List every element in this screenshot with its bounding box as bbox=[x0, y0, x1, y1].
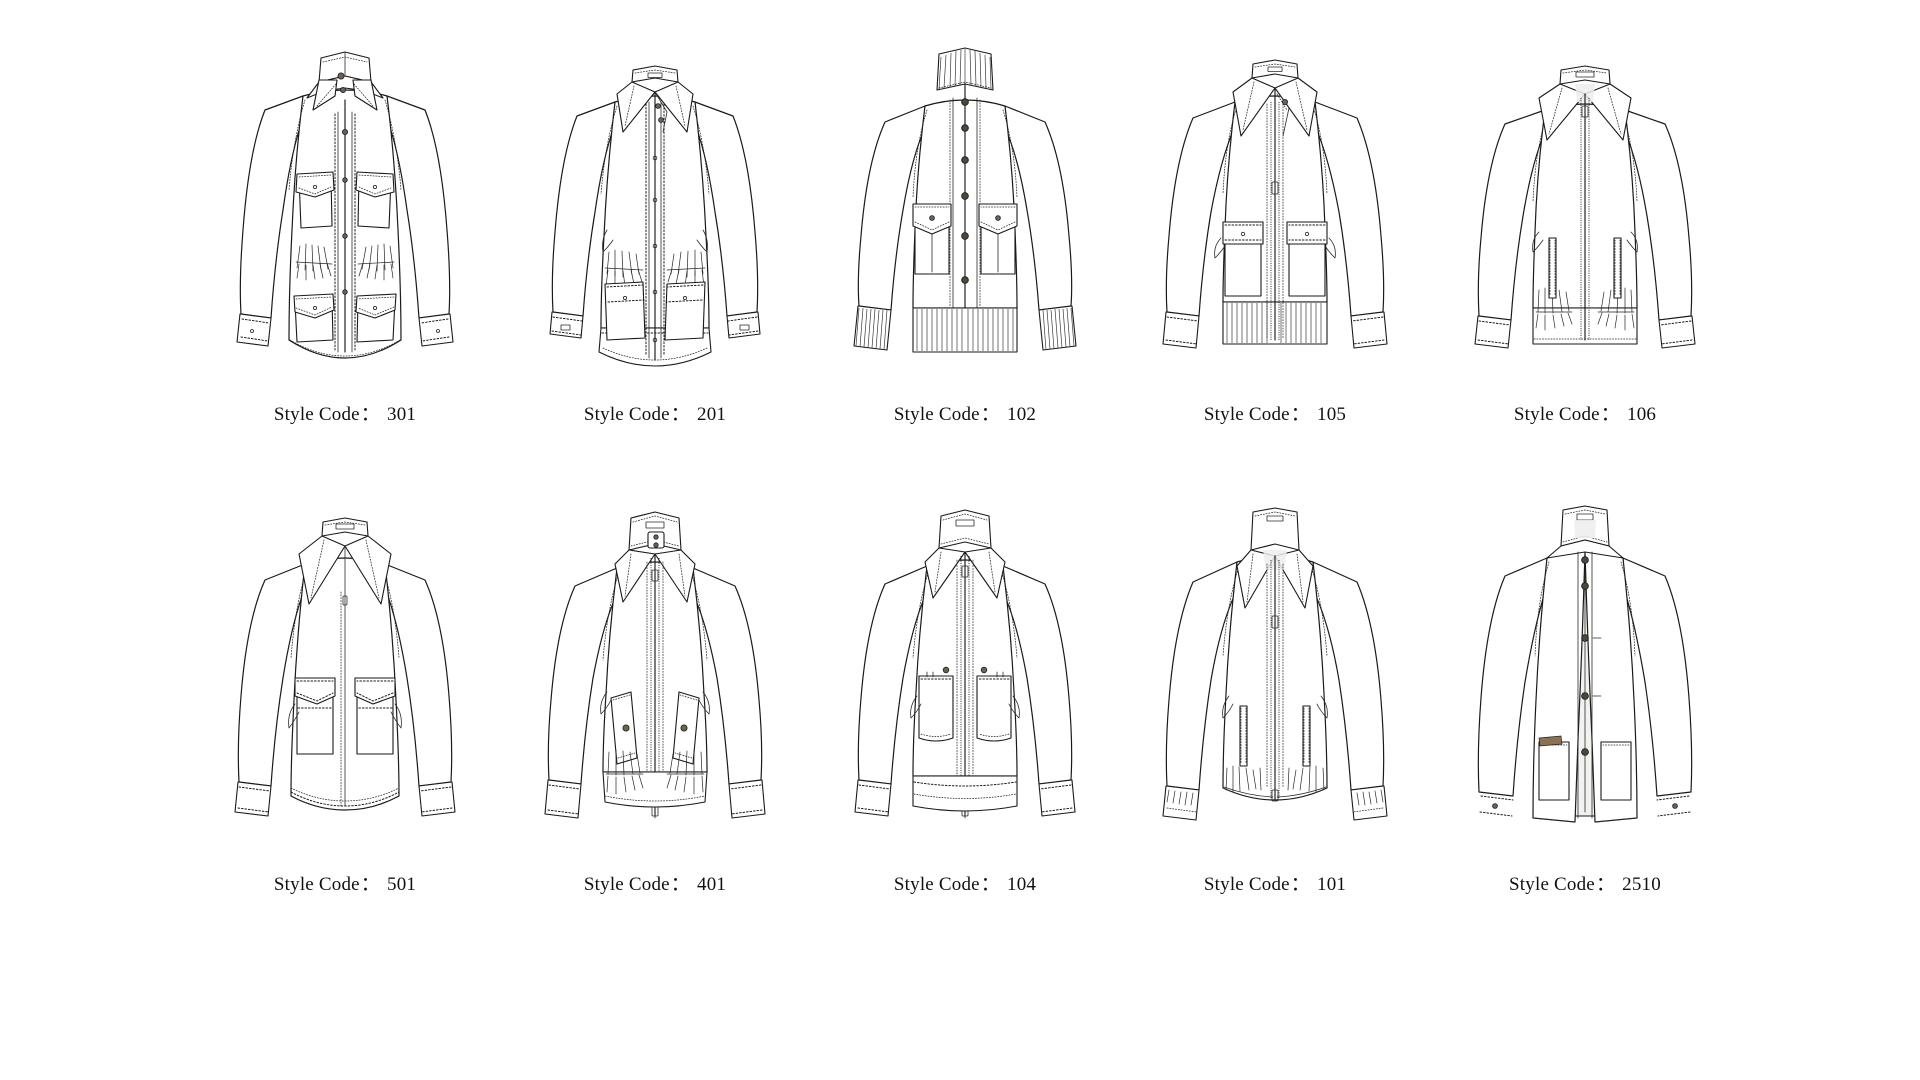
flat-sketch-201 bbox=[549, 65, 761, 367]
style-cell-201[interactable]: Style Code： 201 bbox=[500, 40, 810, 426]
flat-sketch-501 bbox=[234, 517, 456, 817]
caption-prefix-105: Style Code bbox=[1203, 404, 1290, 425]
caption-106: Style Code： 106 bbox=[1514, 399, 1656, 426]
caption-code-401: 401 bbox=[697, 874, 727, 895]
caption-105: Style Code： 105 bbox=[1204, 399, 1346, 426]
caption-2510: Style Code： 2510 bbox=[1509, 869, 1661, 896]
caption-code-301: 301 bbox=[387, 404, 417, 425]
style-cell-105[interactable]: Style Code： 105 bbox=[1120, 40, 1430, 426]
caption-prefix-101: Style Code bbox=[1203, 874, 1290, 895]
flat-sketch-2510 bbox=[1477, 505, 1693, 823]
caption-separator-301: ： bbox=[360, 404, 380, 425]
caption-separator-106: ： bbox=[1600, 404, 1620, 425]
caption-301: Style Code： 301 bbox=[274, 399, 416, 426]
caption-code-106: 106 bbox=[1627, 404, 1657, 425]
style-cell-301[interactable]: Style Code： 301 bbox=[190, 40, 500, 426]
style-cell-401[interactable]: Style Code： 401 bbox=[500, 500, 810, 896]
caption-prefix-301: Style Code bbox=[273, 404, 360, 425]
caption-101: Style Code： 101 bbox=[1204, 869, 1346, 896]
caption-code-104: 104 bbox=[1007, 874, 1037, 895]
caption-separator-201: ： bbox=[670, 404, 690, 425]
caption-separator-101: ： bbox=[1290, 874, 1310, 895]
flat-sketch-106 bbox=[1474, 65, 1696, 349]
caption-prefix-104: Style Code bbox=[893, 874, 980, 895]
style-cell-104[interactable]: Style Code： 104 bbox=[810, 500, 1120, 896]
style-row-2: Style Code：501 bbox=[0, 500, 1920, 896]
caption-102: Style Code： 102 bbox=[894, 399, 1036, 426]
caption-prefix-2510: Style Code bbox=[1509, 874, 1595, 895]
flat-sketch-105 bbox=[1162, 59, 1388, 349]
caption-separator-2510: ： bbox=[1595, 874, 1616, 895]
caption-prefix-201: Style Code bbox=[583, 404, 670, 425]
caption-code-2510: 2510 bbox=[1622, 874, 1661, 895]
caption-code-102: 102 bbox=[1007, 404, 1037, 425]
caption-code-501: 501 bbox=[387, 874, 417, 895]
caption-prefix-501: Style Code bbox=[273, 874, 360, 895]
caption-separator-501: ： bbox=[360, 874, 380, 895]
style-cell-501[interactable]: Style Code： 501 bbox=[190, 500, 500, 896]
caption-separator-102: ： bbox=[980, 404, 1000, 425]
style-row-1: Style Code：301 bbox=[0, 40, 1920, 426]
flat-sketch-104 bbox=[854, 509, 1076, 819]
style-cell-101[interactable]: Style Code： 101 bbox=[1120, 500, 1430, 896]
caption-201: Style Code： 201 bbox=[584, 399, 726, 426]
style-cell-2510[interactable]: Style Code： 2510 bbox=[1430, 500, 1740, 896]
caption-separator-401: ： bbox=[670, 874, 690, 895]
caption-separator-104: ： bbox=[980, 874, 1000, 895]
caption-prefix-106: Style Code bbox=[1513, 404, 1600, 425]
caption-501: Style Code： 501 bbox=[274, 869, 416, 896]
caption-code-101: 101 bbox=[1317, 874, 1347, 895]
flat-sketch-401 bbox=[544, 511, 766, 819]
style-cell-106[interactable]: Style Code： 106 bbox=[1430, 40, 1740, 426]
caption-code-201: 201 bbox=[697, 404, 727, 425]
caption-prefix-401: Style Code bbox=[583, 874, 670, 895]
style-cell-102[interactable]: Style Code： 102 bbox=[810, 40, 1120, 426]
caption-401: Style Code： 401 bbox=[584, 869, 726, 896]
caption-code-105: 105 bbox=[1317, 404, 1347, 425]
flat-sketch-101 bbox=[1162, 507, 1388, 821]
flat-sketch-301 bbox=[236, 51, 454, 359]
caption-104: Style Code： 104 bbox=[894, 869, 1036, 896]
caption-prefix-102: Style Code bbox=[893, 404, 980, 425]
caption-separator-105: ： bbox=[1290, 404, 1310, 425]
flat-sketch-102 bbox=[853, 47, 1077, 353]
